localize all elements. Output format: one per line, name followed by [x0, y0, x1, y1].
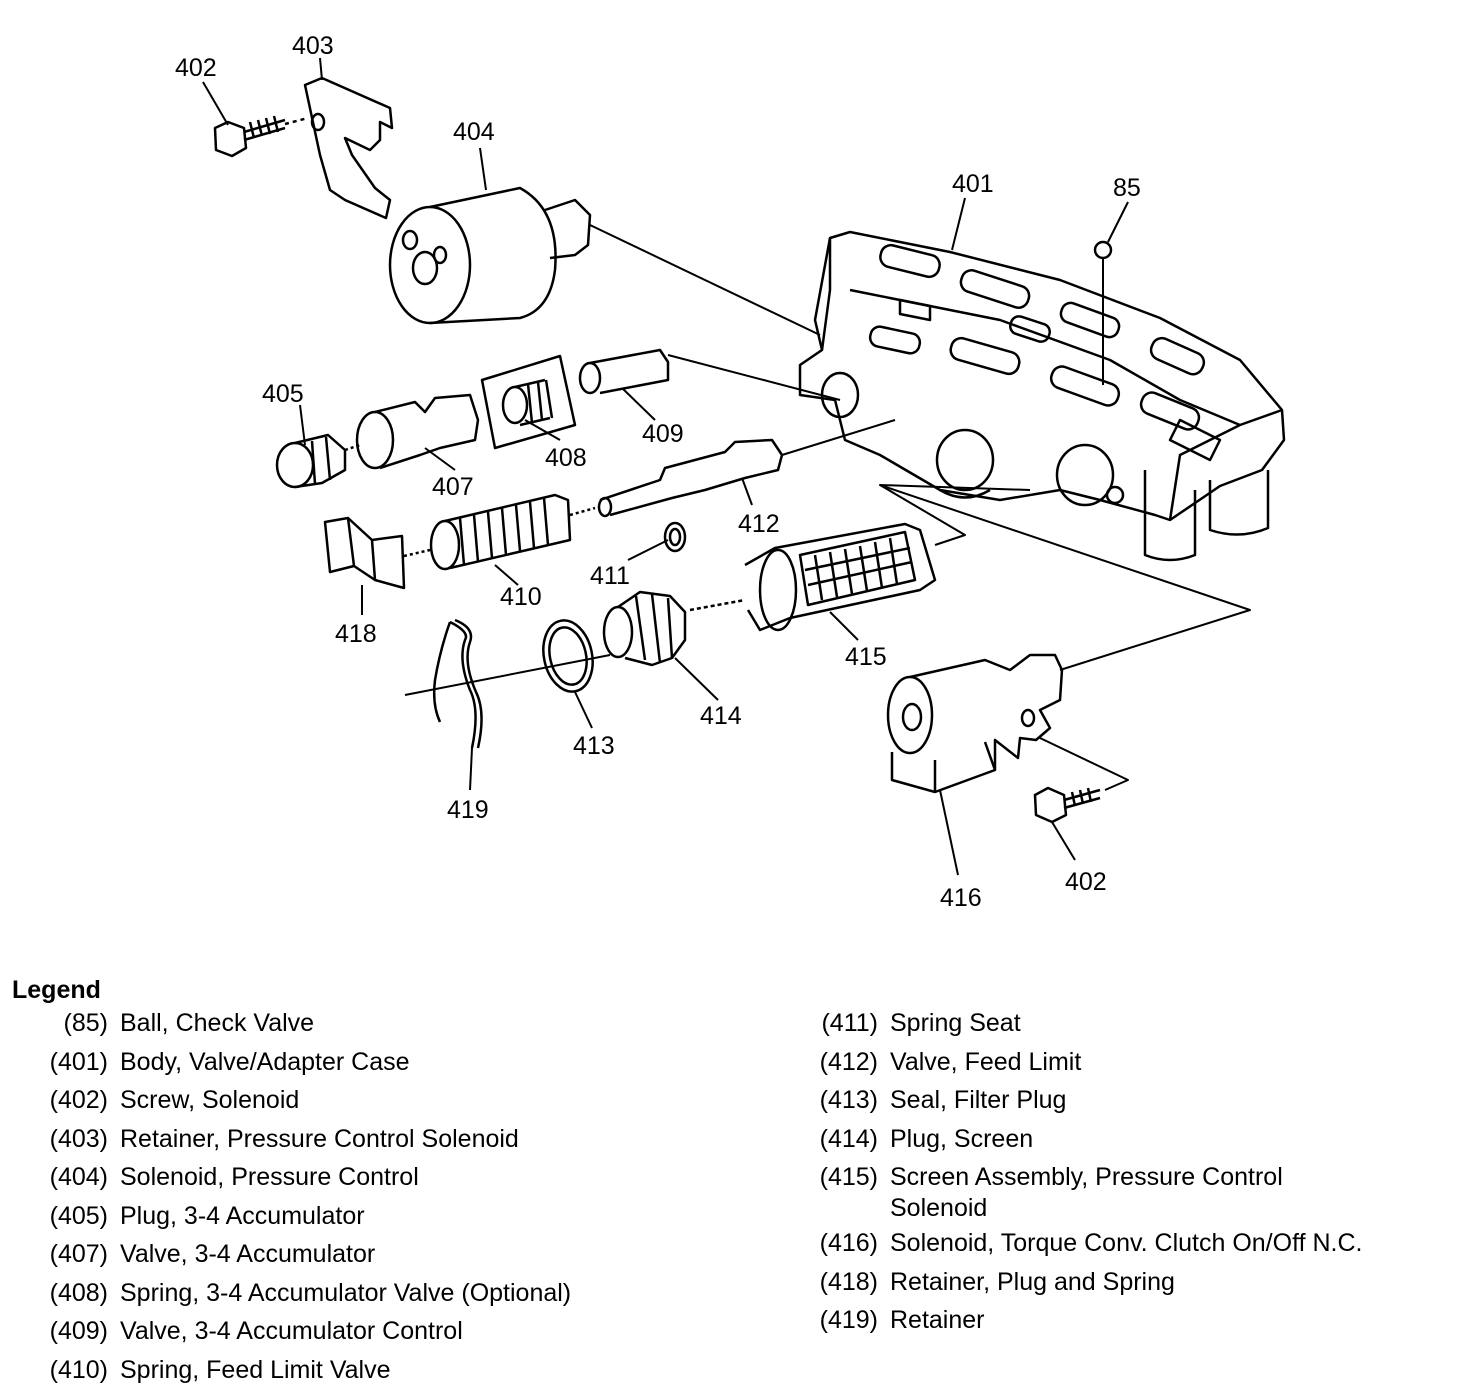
legend-number: (418)	[819, 1267, 878, 1296]
legend-item: (411) Spring Seat	[800, 1004, 1362, 1043]
legend-description: Plug, Screen	[890, 1124, 1034, 1153]
seal-413	[542, 619, 594, 693]
legend-number: (412)	[819, 1047, 878, 1076]
legend-description: Valve, 3-4 Accumulator	[120, 1240, 376, 1268]
legend-item: (416) Solenoid, Torque Conv. Clutch On/Of…	[800, 1224, 1363, 1263]
legend-description: Seal, Filter Plug	[890, 1086, 1067, 1114]
legend-description: Spring Seat	[890, 1009, 1021, 1037]
callout-402-bottom: 402	[1065, 868, 1107, 896]
callout-416: 416	[940, 884, 982, 912]
legend-number: (402)	[49, 1086, 108, 1114]
legend-description: Screen Assembly, Pressure Control Soleno…	[890, 1163, 1283, 1222]
callout-403: 403	[292, 32, 334, 60]
legend-number: (410)	[49, 1355, 108, 1384]
callout-401: 401	[952, 170, 994, 198]
legend-number: (85)	[63, 1009, 108, 1037]
legend-number: (416)	[819, 1229, 878, 1257]
legend-description: Solenoid, Torque Conv. Clutch On/Off N.C…	[890, 1229, 1363, 1257]
callout-418: 418	[335, 620, 377, 648]
legend-item: (409) Valve, 3-4 Accumulator Control	[0, 1312, 571, 1351]
screen-415	[744, 484, 1031, 632]
solenoid-404	[388, 186, 821, 336]
retainer-403	[303, 76, 394, 220]
legend-title: Legend	[12, 976, 101, 1004]
ball-85	[1093, 240, 1113, 260]
callout-402-top: 402	[175, 54, 217, 82]
legend-item: (401) Body, Valve/Adapter Case	[0, 1043, 571, 1082]
legend-item: (404) Solenoid, Pressure Control	[0, 1158, 571, 1197]
callout-labels: 402 403 404 401 85 405 407 408 409 412 4…	[175, 32, 1141, 912]
callout-415: 415	[845, 643, 887, 671]
valve-412	[597, 419, 896, 518]
callout-85: 85	[1113, 174, 1141, 202]
legend-description: Spring, Feed Limit Valve	[120, 1355, 391, 1384]
legend-description: Screw, Solenoid	[120, 1086, 300, 1114]
legend-description: Plug, 3-4 Accumulator	[120, 1201, 365, 1230]
legend-description: Retainer	[890, 1306, 985, 1334]
valve-body-401	[798, 230, 1286, 562]
leader-lines	[202, 57, 1129, 876]
legend-item: (414) Plug, Screen	[800, 1120, 1362, 1159]
screw-402-top	[213, 115, 309, 158]
legend-description: Solenoid, Pressure Control	[120, 1163, 419, 1191]
callout-410: 410	[500, 583, 542, 611]
legend-description: Valve, 3-4 Accumulator Control	[120, 1317, 463, 1345]
callout-409: 409	[642, 420, 684, 448]
legend-description: Body, Valve/Adapter Case	[120, 1047, 410, 1076]
legend-item: (402) Screw, Solenoid	[0, 1081, 571, 1120]
legend-number: (405)	[49, 1201, 108, 1230]
legend-item: (415) Screen Assembly, Pressure Control S…	[800, 1158, 1362, 1224]
solenoid-416	[879, 484, 1251, 794]
callout-405: 405	[262, 380, 304, 408]
legend-right-column: (411)Spring Seat (412)Valve, Feed Limit …	[800, 1004, 1363, 1340]
retainer-419	[404, 618, 611, 749]
valve-409	[578, 348, 841, 401]
legend-item: (405) Plug, 3-4 Accumulator	[0, 1197, 571, 1236]
legend-item: (410) Spring, Feed Limit Valve	[0, 1351, 571, 1390]
legend-number: (411)	[821, 1009, 878, 1037]
legend-number: (407)	[49, 1240, 108, 1268]
valve-407	[344, 393, 480, 470]
legend-description: Ball, Check Valve	[120, 1009, 315, 1037]
legend-item: (419) Retainer	[800, 1301, 1362, 1340]
legend-item: (85) Ball, Check Valve	[0, 1004, 571, 1043]
legend-number: (415)	[819, 1163, 878, 1191]
callout-407: 407	[432, 473, 474, 501]
spring-seat-411	[663, 521, 687, 553]
callout-414: 414	[700, 702, 742, 730]
legend-description: Retainer, Plug and Spring	[890, 1267, 1175, 1296]
legend-item: (407) Valve, 3-4 Accumulator	[0, 1235, 571, 1274]
legend-number: (409)	[49, 1317, 108, 1345]
exploded-parts-diagram: 402 403 404 401 85 405 407 408 409 412 4…	[175, 32, 1286, 912]
legend-number: (413)	[819, 1086, 878, 1114]
spring-410	[429, 493, 596, 571]
legend-item: (403) Retainer, Pressure Control Solenoid	[0, 1120, 571, 1159]
legend-number: (408)	[49, 1278, 108, 1307]
legend-description: Spring, 3-4 Accumulator Valve (Optional)	[120, 1278, 572, 1307]
retainer-418	[323, 516, 431, 590]
legend-item: (413) Seal, Filter Plug	[800, 1081, 1362, 1120]
legend-item: (418) Retainer, Plug and Spring	[800, 1263, 1362, 1302]
plug-405	[275, 433, 347, 489]
legend-number: (414)	[819, 1124, 878, 1153]
legend-item: (412) Valve, Feed Limit	[800, 1043, 1362, 1082]
callout-413: 413	[573, 732, 615, 760]
legend-description: Valve, Feed Limit	[890, 1047, 1082, 1076]
callout-408: 408	[545, 444, 587, 472]
legend-left-column: (85) Ball, Check Valve (401) Body, Valve/A…	[0, 1004, 572, 1390]
legend-number: (401)	[49, 1047, 108, 1076]
callout-412: 412	[738, 510, 780, 538]
legend-number: (404)	[49, 1163, 108, 1191]
callout-404: 404	[453, 118, 495, 146]
plug-screen-414	[602, 590, 746, 667]
legend-number: (403)	[49, 1124, 108, 1153]
legend-description: Retainer, Pressure Control Solenoid	[120, 1124, 519, 1153]
legend-item: (408) Spring, 3-4 Accumulator Valve (Opti…	[0, 1274, 572, 1313]
screw-402-bottom	[1033, 737, 1129, 824]
callout-411: 411	[590, 562, 630, 590]
callout-419: 419	[447, 796, 489, 824]
spring-408	[480, 354, 577, 450]
legend-number: (419)	[819, 1306, 878, 1334]
